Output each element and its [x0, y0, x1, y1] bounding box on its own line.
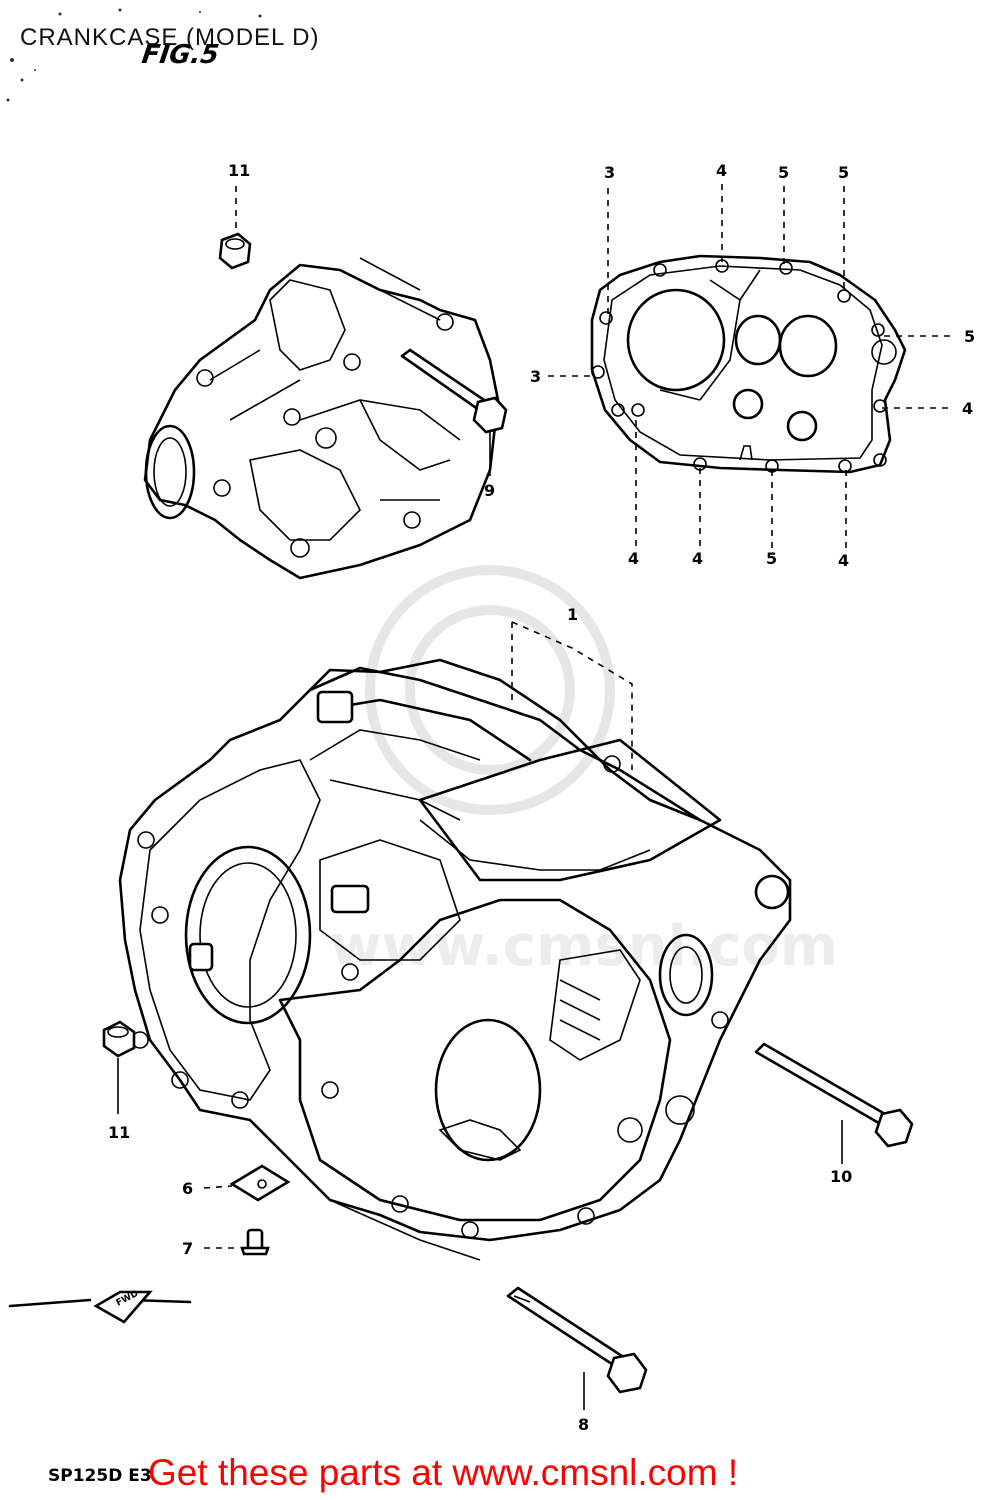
bolt-9: [400, 348, 508, 434]
crankcase-gasket: [590, 254, 907, 474]
callout-3a: 3: [604, 163, 615, 182]
leader-1: [511, 621, 633, 770]
clamp-6: [229, 1164, 291, 1202]
dowel-pin-11-top: [218, 232, 252, 270]
callout-4b: 4: [962, 399, 973, 418]
gasket-leaders: [548, 184, 952, 548]
callout-4d: 4: [692, 549, 703, 568]
watermark-text: www.cmsnl.com: [330, 914, 838, 979]
bolt-8: [506, 1286, 648, 1394]
callout-4e: 4: [838, 551, 849, 570]
callout-8: 8: [578, 1415, 589, 1434]
screw-7: [240, 1228, 270, 1256]
scan-noise: [6, 8, 262, 102]
callout-11b: 11: [108, 1123, 130, 1142]
callout-5d: 5: [766, 549, 777, 568]
callout-1: 1: [567, 605, 578, 624]
callout-7: 7: [182, 1239, 193, 1258]
leader-6: [203, 1185, 233, 1189]
crankcase-right-half: [143, 257, 500, 580]
page-title: CRANKCASE (MODEL D): [20, 24, 320, 51]
forward-arrow: FWD: [8, 1289, 192, 1324]
figure-label: FIG.5: [139, 40, 221, 70]
callout-5a: 5: [778, 163, 789, 182]
callout-4c: 4: [628, 549, 639, 568]
callout-4a: 4: [716, 161, 727, 180]
callout-6: 6: [182, 1179, 193, 1198]
dowel-pin-11-bottom: [102, 1020, 136, 1058]
callout-5b: 5: [838, 163, 849, 182]
callout-11a: 11: [228, 161, 250, 180]
callout-5c: 5: [964, 327, 975, 346]
watermark-logo: www.cmsnl.com: [330, 565, 838, 979]
callout-9: 9: [484, 481, 495, 500]
callout-10: 10: [830, 1167, 852, 1186]
bolt-10: [754, 1042, 914, 1148]
footer-link-text[interactable]: Get these parts at www.cmsnl.com !: [148, 1452, 739, 1493]
crankcase-assembly: [118, 658, 792, 1261]
callout-3b: 3: [530, 367, 541, 386]
model-code: SP125D E3: [48, 1466, 152, 1486]
